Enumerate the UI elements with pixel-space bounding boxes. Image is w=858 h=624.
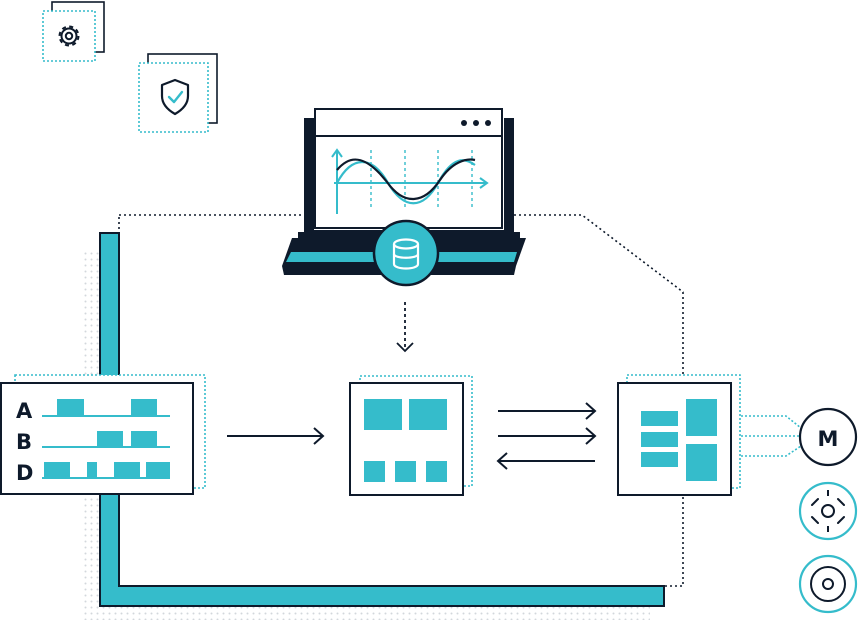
signal-row: D [16,461,170,485]
arrow-signals-to-controller [227,427,325,445]
signal-label-b: B [16,430,32,454]
arrows-controller-to-io [498,402,597,445]
io-to-motor-connectors [741,415,802,457]
waveform-chart [331,148,489,214]
settings-card[interactable] [42,1,105,62]
sensor-target-icon[interactable] [798,481,858,541]
frame-dotted-outline [118,214,684,587]
arrow-laptop-to-controller [396,302,414,353]
arrow-io-to-controller [496,452,595,470]
dot-pattern-bottom [102,604,650,620]
gear-icon [58,25,80,47]
shield-check-icon [160,78,190,116]
signal-row: B [16,430,170,454]
security-card[interactable] [138,53,218,133]
laptop[interactable] [282,108,526,287]
signal-label-d: D [16,461,33,485]
io-module[interactable] [617,374,741,496]
disc-icon[interactable] [798,554,858,614]
database-icon[interactable] [372,219,440,287]
signal-timing-panel[interactable]: A B D [0,374,206,495]
signal-label-a: A [16,399,33,423]
motor-icon[interactable]: M [798,407,858,467]
monitoring-window[interactable] [314,108,503,229]
controller-module[interactable] [349,375,473,496]
signal-row: A [16,399,170,423]
motor-label: M [818,427,839,451]
three-dots-icon[interactable] [461,120,491,126]
